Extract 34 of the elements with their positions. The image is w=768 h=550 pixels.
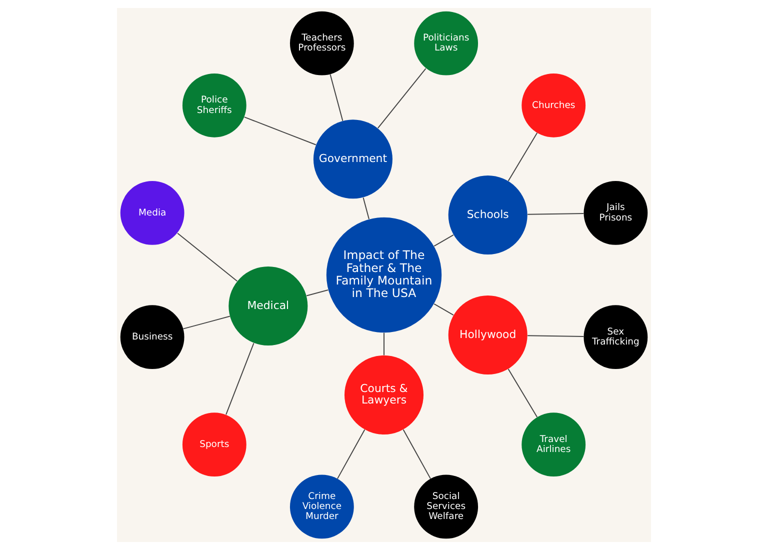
node-circle: Government [313, 120, 392, 199]
node-circle: Travel Airlines [522, 412, 586, 477]
node-circle: Crime Violence Murder [290, 474, 354, 539]
node-circle: Business [120, 305, 184, 370]
connector [362, 197, 370, 220]
node-circle: Sex Trafficking [584, 305, 648, 370]
connector [177, 232, 238, 282]
connector [226, 342, 254, 415]
node-circle: Social Services Welfare [414, 474, 478, 539]
node-circle: Churches [522, 73, 586, 138]
node-circle: Politicians Laws [414, 11, 478, 76]
node-circle: Courts & Lawyers [344, 355, 424, 434]
node-circle: Medical [228, 266, 308, 346]
connector [508, 368, 538, 418]
node-circle: Hollywood [448, 295, 528, 374]
connector [306, 289, 328, 296]
node-circle: Jails Prisons [584, 180, 648, 245]
connector [244, 116, 316, 146]
connector [528, 335, 584, 338]
connector [183, 316, 230, 330]
node-circle: Media [120, 180, 184, 245]
connector [528, 212, 584, 215]
node-circle: Police Sheriffs [182, 73, 246, 138]
node-circle: Impact of The Father & The Family Mountain in The USA [326, 217, 442, 333]
connector [378, 68, 426, 128]
node-circle: Teachers Professors [290, 11, 354, 76]
connector [434, 234, 454, 247]
connector [330, 74, 344, 122]
node-circle: Schools [448, 176, 528, 255]
connector [402, 429, 431, 479]
node-circle: Sports [182, 412, 246, 477]
connector [434, 303, 454, 316]
connector [337, 429, 366, 479]
connector [508, 132, 538, 182]
